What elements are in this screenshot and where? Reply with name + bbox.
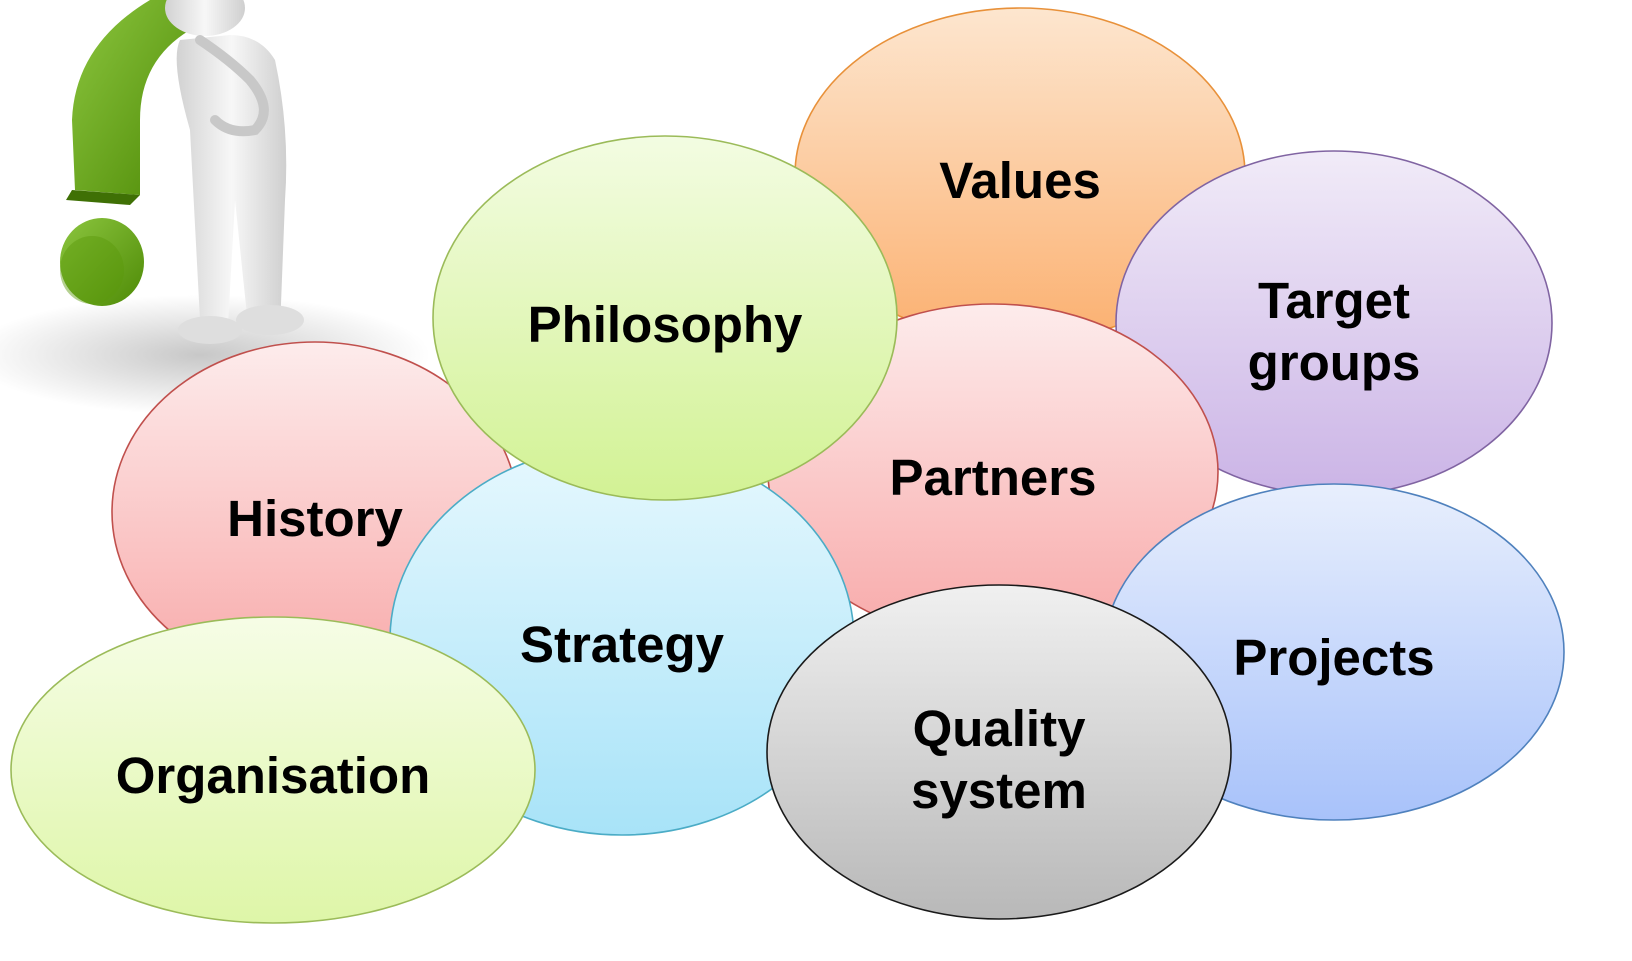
bubble-organisation-label: Organisation [116, 747, 431, 804]
bubble-philosophy: Philosophy [432, 135, 898, 501]
bubble-partners: Partners [767, 303, 1219, 641]
bubble-organisation: Organisation [10, 616, 536, 924]
bubble-philosophy-label: Philosophy [528, 296, 803, 353]
bubble-target-groups-label: groups [1248, 334, 1421, 391]
bubble-history-label: History [227, 490, 403, 547]
bubble-partners-label: Partners [890, 449, 1097, 506]
bubble-organisation-shape [10, 616, 536, 924]
bubble-values-label: Values [939, 152, 1101, 209]
bubble-quality-system-label: Quality [913, 700, 1087, 757]
bubble-quality-system-shape [766, 584, 1232, 920]
bubble-philosophy-shape [432, 135, 898, 501]
bubble-strategy-label: Strategy [520, 616, 725, 673]
thinking-figure-question-mark-illustration [0, 0, 430, 415]
bubble-projects-label: Projects [1233, 629, 1434, 686]
bubble-quality-system-label: system [911, 762, 1087, 819]
thinking-figure-icon [165, 0, 304, 344]
question-mark-icon [60, 0, 190, 306]
bubble-target-groups-label: Target [1258, 272, 1410, 329]
bubbles-layer: History ValuesTargetgroupsPartnersProject… [10, 7, 1565, 924]
